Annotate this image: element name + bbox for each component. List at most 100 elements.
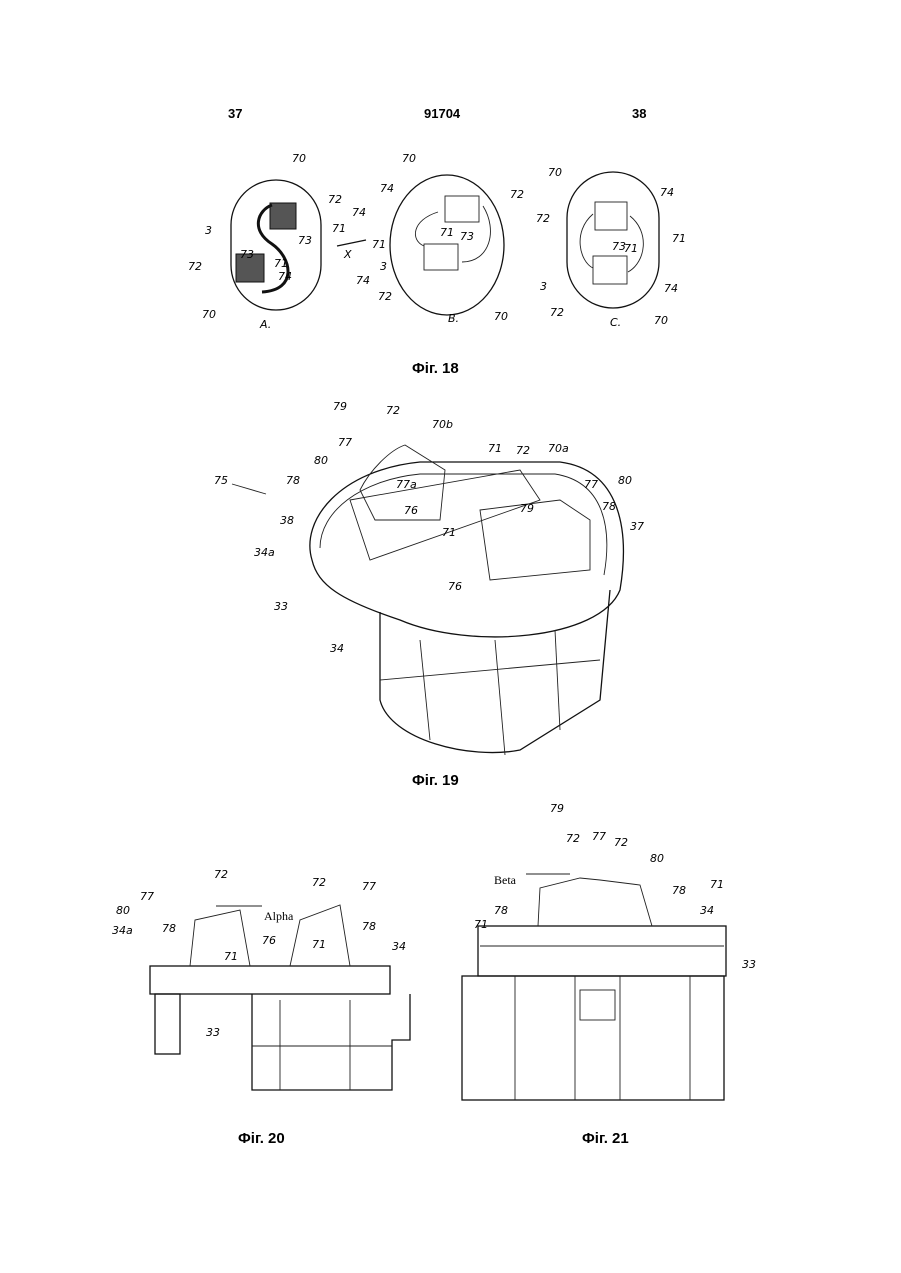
label: 37 bbox=[630, 520, 644, 533]
label: 74 bbox=[352, 206, 366, 219]
label: 78 bbox=[362, 920, 376, 933]
label: 72 bbox=[328, 193, 342, 206]
label: 71 bbox=[332, 222, 346, 235]
label: 71 bbox=[440, 226, 454, 239]
block-lower bbox=[424, 244, 458, 270]
label: 74 bbox=[660, 186, 674, 199]
label: X bbox=[343, 248, 352, 261]
label: 78 bbox=[672, 884, 686, 897]
label: 72 bbox=[378, 290, 392, 303]
label: 34a bbox=[254, 546, 275, 559]
figure-20-caption: Фіг. 20 bbox=[238, 1130, 285, 1147]
label: 78 bbox=[162, 922, 176, 935]
label: 70 bbox=[402, 152, 416, 165]
angle-label-alpha: Alpha bbox=[264, 909, 294, 923]
block-upper bbox=[445, 196, 479, 222]
block-upper bbox=[595, 202, 627, 230]
label: 72 bbox=[510, 188, 524, 201]
label: 3 bbox=[540, 280, 547, 293]
label: 71 bbox=[488, 442, 502, 455]
label: 73 bbox=[240, 248, 254, 261]
label: 3 bbox=[205, 224, 212, 237]
label: 33 bbox=[742, 958, 756, 971]
label: 72 bbox=[214, 868, 228, 881]
label: 72 bbox=[516, 444, 530, 457]
label: 71 bbox=[372, 238, 386, 251]
label: 76 bbox=[262, 934, 276, 947]
panel-letter: B. bbox=[448, 312, 459, 325]
figure-19-caption: Фіг. 19 bbox=[412, 772, 459, 789]
panel-letter: A. bbox=[259, 318, 271, 331]
label: 75 bbox=[214, 474, 228, 487]
fig18-panel-b: 70 74 72 73 71 71 3 74 72 70 B. bbox=[356, 152, 524, 325]
label: 74 bbox=[380, 182, 394, 195]
panel-letter: C. bbox=[610, 316, 621, 329]
label: 71 bbox=[224, 950, 238, 963]
figure-18-caption: Фіг. 18 bbox=[412, 360, 459, 377]
label: 80 bbox=[650, 852, 664, 865]
label: 72 bbox=[614, 836, 628, 849]
label: 34a bbox=[112, 924, 133, 937]
label: 77 bbox=[338, 436, 352, 449]
label: 33 bbox=[206, 1026, 220, 1039]
label: 71 bbox=[312, 938, 326, 951]
label: 78 bbox=[286, 474, 300, 487]
label: 79 bbox=[520, 502, 534, 515]
label: 70b bbox=[432, 418, 453, 431]
label: 71 bbox=[274, 257, 288, 270]
label: 80 bbox=[116, 904, 130, 917]
label: 74 bbox=[664, 282, 678, 295]
block-upper bbox=[270, 203, 296, 229]
label: 72 bbox=[550, 306, 564, 319]
label: 33 bbox=[274, 600, 288, 613]
label: 74 bbox=[278, 270, 292, 283]
block-lower bbox=[593, 256, 627, 284]
label: 71 bbox=[624, 242, 638, 255]
label: 72 bbox=[312, 876, 326, 889]
label: 76 bbox=[404, 504, 418, 517]
figure-21-caption: Фіг. 21 bbox=[582, 1130, 629, 1147]
label: 72 bbox=[536, 212, 550, 225]
figure-21-drawing: 79 72 77 72 80 78 71 78 71 34 33 Beta bbox=[462, 802, 756, 1100]
label: 80 bbox=[314, 454, 328, 467]
label: 73 bbox=[460, 230, 474, 243]
label: 72 bbox=[566, 832, 580, 845]
label: 72 bbox=[188, 260, 202, 273]
label: 77 bbox=[584, 478, 598, 491]
label: 38 bbox=[280, 514, 294, 527]
label: 78 bbox=[602, 500, 616, 513]
figure-18-drawing: 70 72 74 71 73 3 72 73 71 74 70 X A. 70 … bbox=[188, 152, 686, 331]
label: 77 bbox=[592, 830, 606, 843]
label: 34 bbox=[700, 904, 714, 917]
label: 79 bbox=[333, 400, 347, 413]
figure-19-drawing: 79 72 70b 77 80 77a 71 72 70a 75 78 76 7… bbox=[214, 400, 644, 755]
label: 70 bbox=[292, 152, 306, 165]
label: 70 bbox=[494, 310, 508, 323]
label: 34 bbox=[392, 940, 406, 953]
label: 3 bbox=[380, 260, 387, 273]
fig18-panel-a: 70 72 74 71 73 3 72 73 71 74 70 X A. bbox=[188, 152, 366, 331]
label: 71 bbox=[710, 878, 724, 891]
fig18-panel-c: 70 74 72 71 73 71 3 74 72 70 C. bbox=[536, 166, 686, 329]
label: 78 bbox=[494, 904, 508, 917]
label: 77 bbox=[140, 890, 154, 903]
label: 71 bbox=[672, 232, 686, 245]
figure-20-drawing: 72 72 77 77 80 78 78 34a 76 71 71 34 33 … bbox=[112, 868, 410, 1090]
label: 79 bbox=[550, 802, 564, 815]
label: 80 bbox=[618, 474, 632, 487]
label: 34 bbox=[330, 642, 344, 655]
label: 76 bbox=[448, 580, 462, 593]
label: 73 bbox=[298, 234, 312, 247]
label: 71 bbox=[442, 526, 456, 539]
label: 77a bbox=[396, 478, 417, 491]
label: 70 bbox=[654, 314, 668, 327]
label: 74 bbox=[356, 274, 370, 287]
angle-label-beta: Beta bbox=[494, 873, 517, 887]
label: 70 bbox=[548, 166, 562, 179]
label: 71 bbox=[474, 918, 488, 931]
label: 77 bbox=[362, 880, 376, 893]
label: 72 bbox=[386, 404, 400, 417]
label: 70a bbox=[548, 442, 569, 455]
label: 70 bbox=[202, 308, 216, 321]
